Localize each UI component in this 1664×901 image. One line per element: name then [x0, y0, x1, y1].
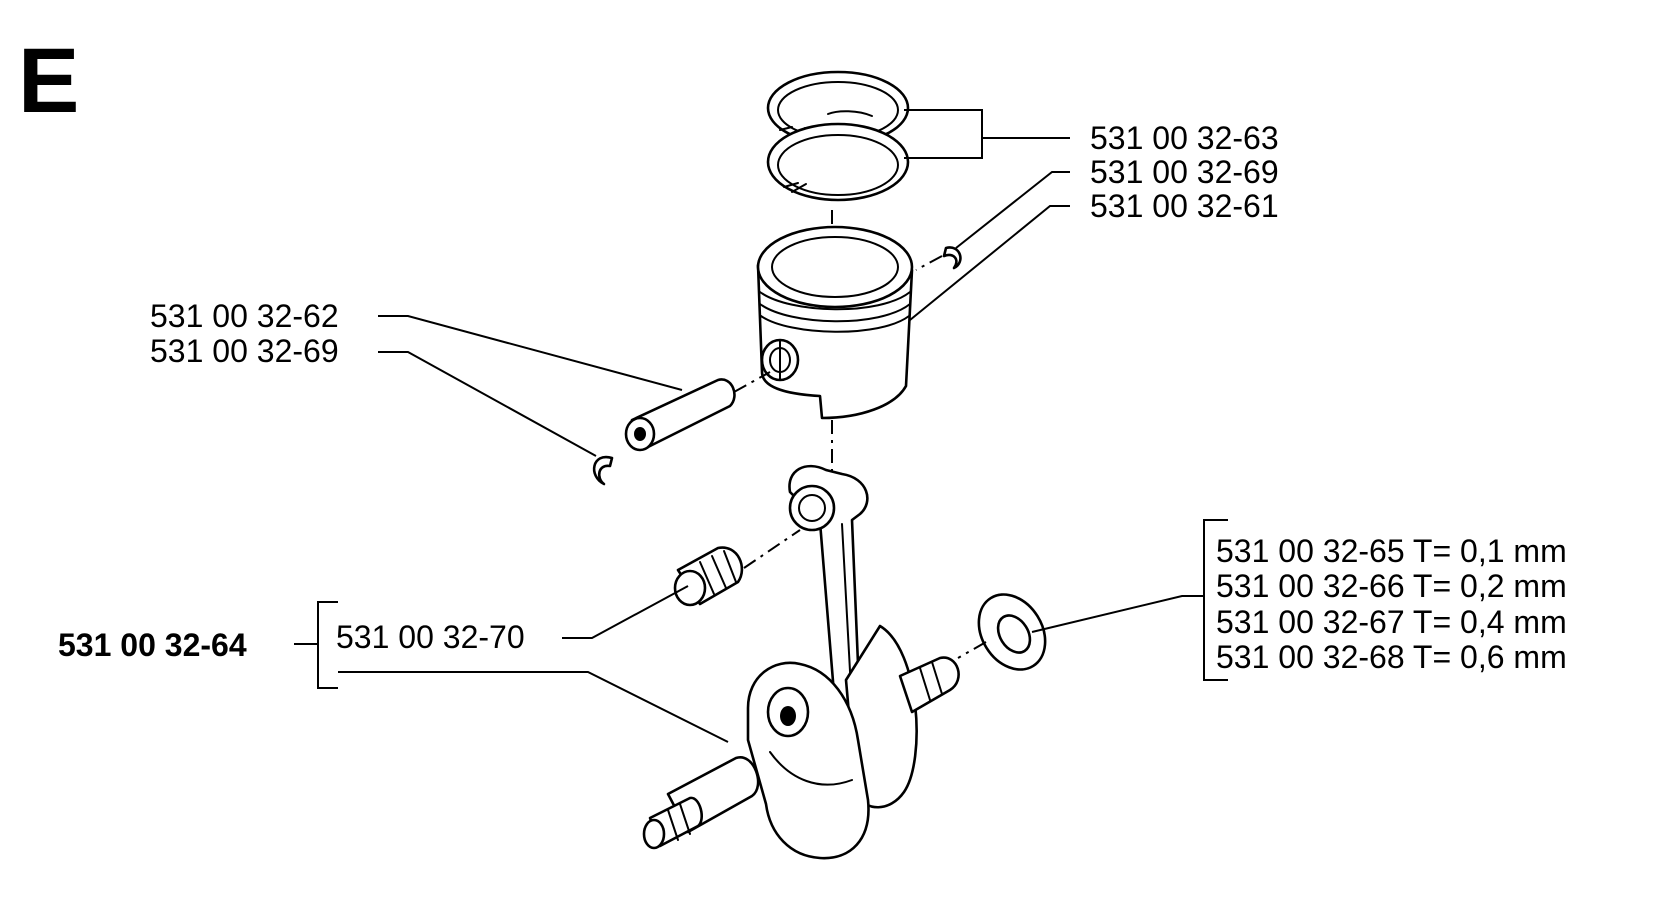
- section-letter: E: [18, 30, 79, 132]
- label-crankshaft-assembly: 531 00 32-64: [58, 627, 247, 663]
- label-shim-t04: 531 00 32-67 T= 0,4 mm: [1216, 604, 1567, 640]
- part-number-labels: 531 00 32-63 531 00 32-69 531 00 32-61 5…: [58, 120, 1567, 675]
- label-piston-rings: 531 00 32-63: [1090, 120, 1279, 156]
- label-shim-t01: 531 00 32-65 T= 0,1 mm: [1216, 533, 1567, 569]
- piston-rings-drawing: [766, 70, 910, 202]
- label-needle-bearing: 531 00 32-70: [336, 619, 525, 655]
- circlip-left-drawing: [592, 455, 614, 486]
- leader-lines: [294, 109, 1228, 743]
- piston-drawing: [756, 225, 914, 420]
- label-piston-pin: 531 00 32-62: [150, 298, 339, 334]
- needle-bearing-drawing: [673, 529, 801, 607]
- label-shim-t06: 531 00 32-68 T= 0,6 mm: [1216, 639, 1567, 675]
- label-piston-circlip-left: 531 00 32-69: [150, 333, 339, 369]
- piston-pin-drawing: [624, 371, 771, 452]
- label-piston: 531 00 32-61: [1090, 188, 1279, 224]
- circlip-right-drawing: [915, 246, 962, 271]
- crankshaft-drawing: [642, 464, 960, 860]
- shim-washer-drawing: [957, 593, 1047, 671]
- label-piston-circlip-right: 531 00 32-69: [1090, 154, 1279, 190]
- label-shim-t02: 531 00 32-66 T= 0,2 mm: [1216, 568, 1567, 604]
